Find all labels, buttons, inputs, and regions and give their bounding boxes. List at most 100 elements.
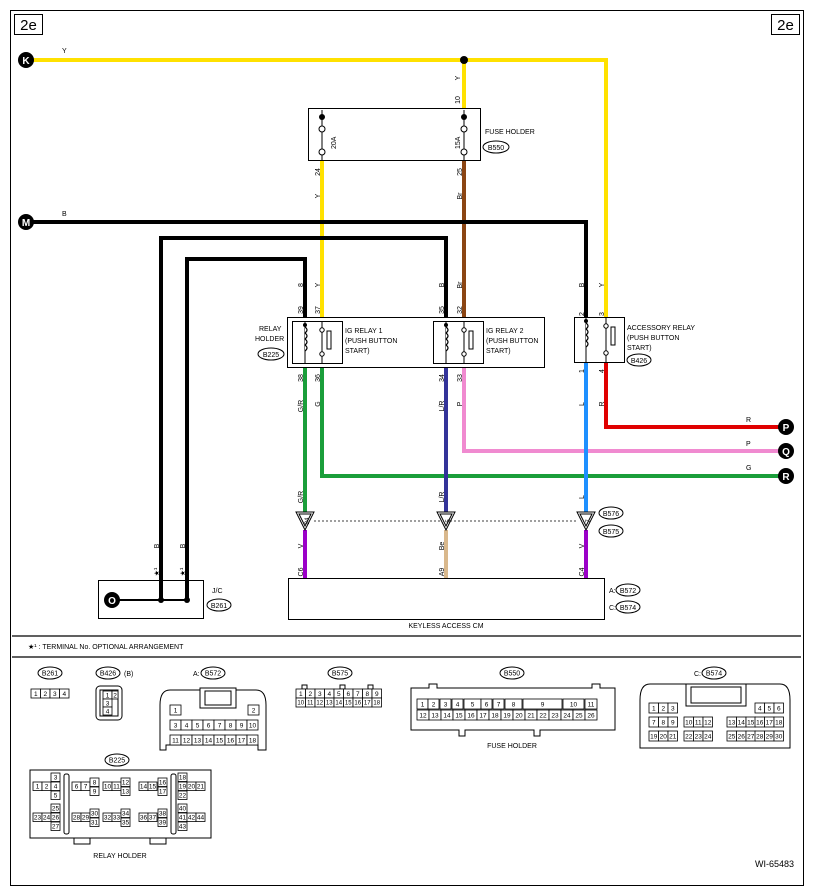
svg-text:28: 28 xyxy=(756,733,764,740)
svg-text:35: 35 xyxy=(122,820,130,827)
accessory-relay-symbol xyxy=(584,317,616,362)
wire-label-v2: V xyxy=(579,543,586,548)
svg-text:12: 12 xyxy=(122,780,130,787)
svg-text:B574: B574 xyxy=(706,671,722,678)
svg-text:8: 8 xyxy=(661,719,665,726)
ig-relay-1-symbol xyxy=(303,321,332,363)
svg-text:44: 44 xyxy=(197,815,205,822)
wire-label-rh33: 33 xyxy=(457,374,464,382)
svg-text:1: 1 xyxy=(652,705,656,712)
wire-label-rhg: G xyxy=(315,401,322,406)
jc-dot-2 xyxy=(184,597,190,603)
jc-pin-7: 7 xyxy=(586,519,592,523)
b225-label: RELAY HOLDER xyxy=(93,853,146,860)
keyless-c: C: xyxy=(609,605,616,612)
svg-text:17: 17 xyxy=(238,737,246,744)
svg-text:4: 4 xyxy=(456,701,460,708)
svg-text:2: 2 xyxy=(432,701,436,708)
svg-text:24: 24 xyxy=(563,712,571,719)
svg-text:23: 23 xyxy=(695,733,703,740)
svg-text:11: 11 xyxy=(695,719,702,726)
svg-text:10: 10 xyxy=(104,784,112,791)
svg-text:27: 27 xyxy=(747,733,755,740)
label-top-b: B xyxy=(62,211,67,218)
relay-holder: RELAY HOLDER B225 IG RELAY 1 (PUSH BUTTO… xyxy=(255,317,695,368)
wire-label-rhp: P xyxy=(457,401,464,406)
svg-text:13: 13 xyxy=(326,701,333,707)
svg-text:3: 3 xyxy=(444,701,448,708)
svg-text:17: 17 xyxy=(159,789,167,796)
keyless-c-code: B574 xyxy=(620,605,636,612)
wire-label-rhgr: G/R xyxy=(298,400,305,412)
wire-label-w24: 24 xyxy=(315,168,322,176)
svg-text:18: 18 xyxy=(249,737,257,744)
wire-label-rhy: Y xyxy=(315,282,322,287)
svg-text:B575: B575 xyxy=(332,671,348,678)
svg-text:10: 10 xyxy=(685,719,693,726)
wire-label-jb1: B xyxy=(154,543,161,548)
svg-text:9: 9 xyxy=(541,701,545,708)
svg-text:14: 14 xyxy=(443,712,451,719)
relay-holder-label-2: HOLDER xyxy=(255,336,284,343)
wire-label-be: Be xyxy=(439,542,446,551)
acc-relay-l1: ACCESSORY RELAY xyxy=(627,325,695,332)
svg-text:8: 8 xyxy=(512,701,516,708)
svg-text:15: 15 xyxy=(747,719,755,726)
keyless-label: KEYLESS ACCESS CM xyxy=(408,623,483,630)
svg-text:13: 13 xyxy=(728,719,736,726)
svg-text:28: 28 xyxy=(73,815,81,822)
wire-label-rhb2: B xyxy=(439,282,446,287)
svg-text:B225: B225 xyxy=(109,758,125,765)
wire-label-rh37: 37 xyxy=(315,306,322,314)
svg-text:17: 17 xyxy=(364,701,371,707)
svg-text:15: 15 xyxy=(455,712,463,719)
fuse-holder-code: B550 xyxy=(488,145,504,152)
wire-label-c6: C6 xyxy=(298,567,305,576)
svg-text:3: 3 xyxy=(318,691,322,698)
svg-text:2: 2 xyxy=(308,691,312,698)
svg-text:22: 22 xyxy=(539,712,547,719)
svg-text:7: 7 xyxy=(652,719,656,726)
node-p-label: P xyxy=(783,423,790,434)
svg-text:14: 14 xyxy=(335,701,342,707)
svg-text:2: 2 xyxy=(661,705,665,712)
svg-text:14: 14 xyxy=(738,719,746,726)
node-r xyxy=(778,468,794,484)
svg-text:5: 5 xyxy=(54,793,58,800)
wire-label-jb2: B xyxy=(180,543,187,548)
jc-code: B261 xyxy=(211,603,227,610)
joint-connector-jc: J/C B261 xyxy=(98,580,232,619)
svg-text:6: 6 xyxy=(485,701,489,708)
svg-text:24: 24 xyxy=(704,733,712,740)
figure-id: WI-65483 xyxy=(755,859,794,869)
wire-g xyxy=(320,368,786,478)
label-top-y: Y xyxy=(62,48,67,55)
wire-label-w25c: Br xyxy=(457,192,464,200)
label-out-p: P xyxy=(746,441,751,448)
svg-text:19: 19 xyxy=(503,712,511,719)
svg-text:1: 1 xyxy=(36,784,40,791)
wire-label-l2: L xyxy=(579,495,586,499)
page-border xyxy=(10,10,804,886)
wire-label-w10: 10 xyxy=(455,96,462,104)
svg-text:24: 24 xyxy=(43,815,51,822)
svg-text:18: 18 xyxy=(373,701,380,707)
svg-text:25: 25 xyxy=(52,806,60,813)
wire-label-c4: C4 xyxy=(579,567,586,576)
svg-text:11: 11 xyxy=(588,701,595,708)
svg-text:10: 10 xyxy=(570,701,578,708)
svg-text:29: 29 xyxy=(766,733,774,740)
svg-text:14: 14 xyxy=(140,784,148,791)
svg-text:6: 6 xyxy=(777,705,781,712)
wire-p xyxy=(462,368,786,453)
svg-text:15: 15 xyxy=(149,784,157,791)
svg-text:13: 13 xyxy=(194,737,202,744)
footnote: ★¹ : TERMINAL No. OPTIONAL ARRANGEMENT xyxy=(28,643,184,651)
svg-text:16: 16 xyxy=(756,719,764,726)
svg-text:5: 5 xyxy=(767,705,771,712)
svg-text:16: 16 xyxy=(159,780,167,787)
